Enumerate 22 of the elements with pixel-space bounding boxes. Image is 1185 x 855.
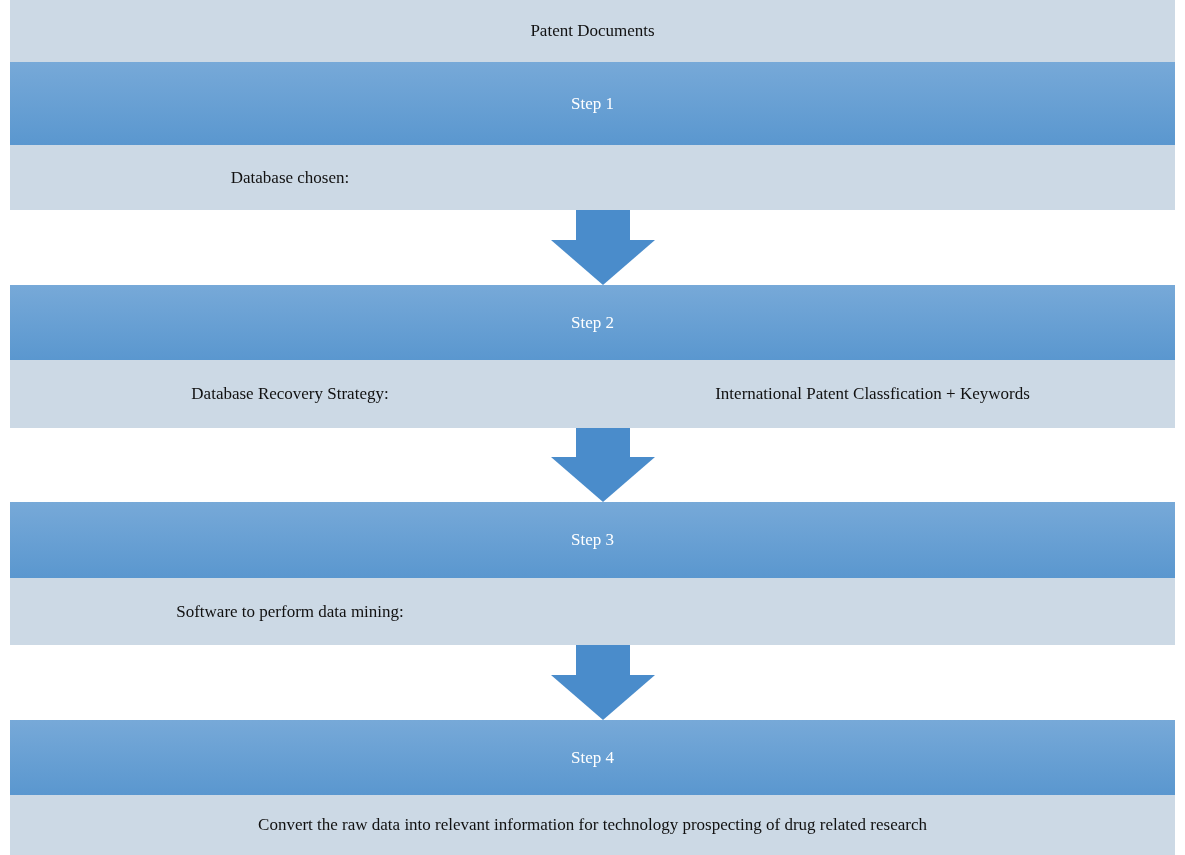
step-header-band [10,720,1175,795]
step-title: Step 3 [571,530,614,550]
info-band [10,0,1175,62]
step-title: Step 2 [571,312,614,333]
block-arrow [551,428,655,502]
step-title: Step 1 [571,93,614,114]
info-band [10,360,1175,428]
step-title: Step 4 [571,747,614,768]
band-text: Software to perform data mining: [176,601,404,622]
band-value-text: International Patent Classfication + Keywords [715,384,1030,404]
info-band [10,578,1175,645]
info-band [10,145,1175,210]
band-text: Database chosen: [230,167,350,188]
step-header-band [10,502,1175,578]
band-text: Patent Documents [530,21,655,41]
step-header-band [10,285,1175,360]
block-arrow [551,210,655,285]
step-header-band [10,62,1175,145]
block-arrow [551,645,655,720]
band-text: Convert the raw data into relevant information for technology prospecting of drug related research [258,815,927,835]
info-band [10,795,1175,855]
band-text: Database Recovery Strategy: [191,384,389,404]
